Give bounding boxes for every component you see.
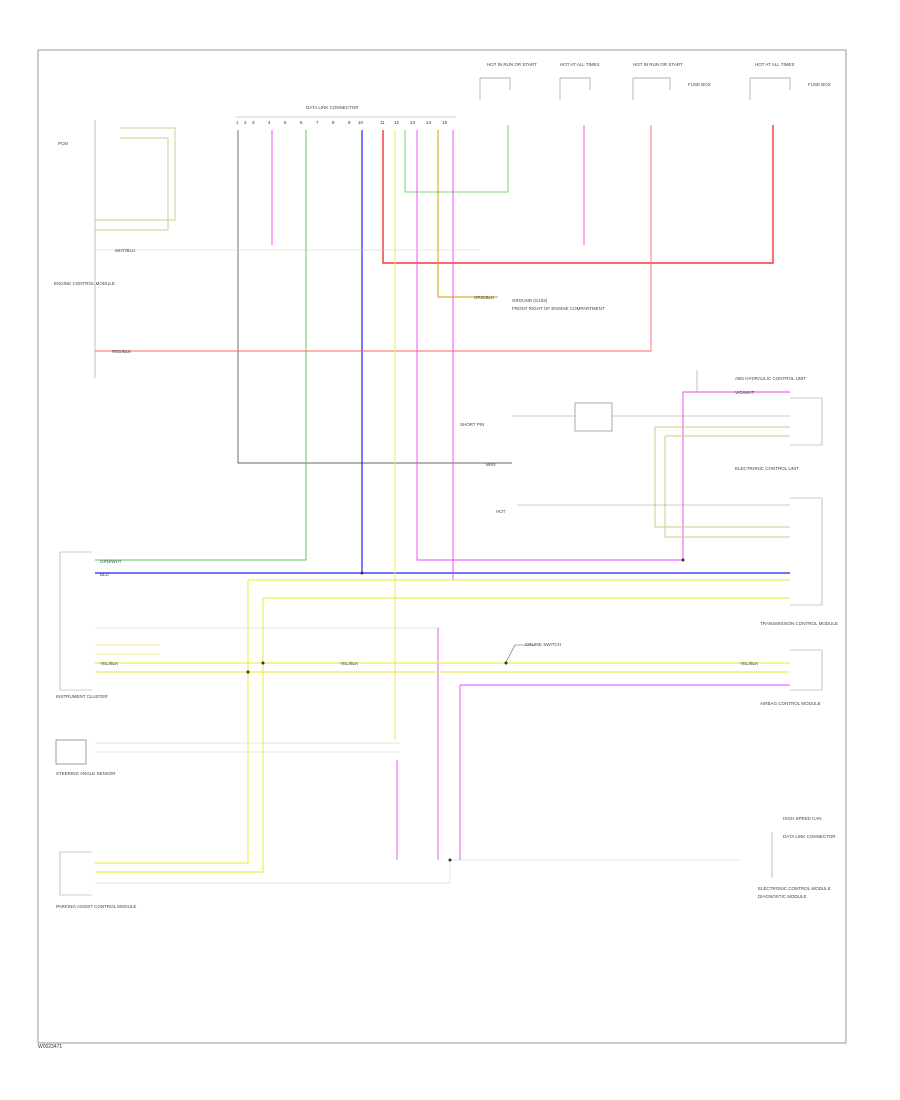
wire-yellow-2 xyxy=(95,579,790,864)
left-module-label: PCM xyxy=(58,141,68,146)
wire-tag-hot: HOT xyxy=(496,509,506,514)
steering-sensor-label: STEERING ANGLE SENSOR xyxy=(56,771,116,776)
cruise-switch-label: CRUISE SWITCH xyxy=(525,642,561,647)
svg-text:10: 10 xyxy=(358,120,364,125)
splice-points xyxy=(246,558,685,862)
wire-yellow-6 xyxy=(95,644,160,655)
abs-module-label: ABS HYDRAULIC CONTROL UNIT xyxy=(735,376,806,381)
bottom-right-label-d: HIGH SPEED CAN xyxy=(783,816,822,821)
wire-blue xyxy=(95,130,790,574)
wire-tag-wht: WHT/BLU xyxy=(115,248,135,253)
svg-text:7: 7 xyxy=(316,120,319,125)
wire-tag-vio: VIO/WHT xyxy=(735,390,754,395)
svg-text:13: 13 xyxy=(410,120,416,125)
data-link-connector-label: DATA LINK CONNECTOR xyxy=(306,105,359,110)
svg-text:2: 2 xyxy=(244,120,247,125)
svg-text:1: 1 xyxy=(236,120,239,125)
wire-yellow-3 xyxy=(95,597,790,873)
svg-text:8: 8 xyxy=(332,120,335,125)
power-source-label-1: HOT IN RUN OR START xyxy=(487,62,537,67)
airbag-module-label: AIRBAG CONTROL MODULE xyxy=(760,701,821,706)
power-source-label-3: HOT IN RUN OR START xyxy=(633,62,683,67)
wire-tan-1 xyxy=(95,127,176,221)
svg-text:11: 11 xyxy=(380,120,385,125)
svg-text:15: 15 xyxy=(442,120,448,125)
abs-unit-box xyxy=(574,402,613,432)
wire-tag-yel-2: YEL/BLK xyxy=(340,661,358,666)
wire-tag-yel-1: YEL/BLK xyxy=(100,661,118,666)
instrument-cluster-label: INSTRUMENT CLUSTER xyxy=(56,694,108,699)
ground-label: GROUND (G103) xyxy=(512,298,548,303)
wire-grey-4 xyxy=(95,742,400,753)
bottom-right-label-c: DIAGNOSTIC MODULE xyxy=(758,894,807,899)
svg-text:9: 9 xyxy=(348,120,351,125)
short-pin-label: SHORT PIN xyxy=(460,422,484,427)
left-module: PCM ENGINE CONTROL MODULE xyxy=(54,120,115,378)
power-source-label-2: HOT AT ALL TIMES xyxy=(560,62,600,67)
fuse-box-label-1: FUSE BOX xyxy=(688,82,711,87)
wire-tag-red: RED/BLK xyxy=(112,349,131,354)
wire-tan-3 xyxy=(654,426,790,528)
components: PCM ENGINE CONTROL MODULE GROUND (G103) … xyxy=(54,120,838,909)
svg-text:14: 14 xyxy=(426,120,432,125)
wire-green-top xyxy=(404,125,509,193)
wire-tag-org: ORG/BLK xyxy=(474,295,494,300)
wire-violet-2 xyxy=(416,130,790,561)
wire-violet-4 xyxy=(459,684,790,860)
wire-tan-4 xyxy=(664,435,790,538)
wires xyxy=(95,125,790,884)
wire-tag-blu: BLU xyxy=(100,572,109,577)
diagram-code: W0023471 xyxy=(38,1044,63,1050)
abs-module-sublabel: ELECTRONIC CONTROL UNIT xyxy=(735,466,799,471)
svg-text:12: 12 xyxy=(394,120,400,125)
left-module-sublabel: ENGINE CONTROL MODULE xyxy=(54,281,115,286)
wire-red-main xyxy=(382,125,774,264)
bottom-right-label-a: DATA LINK CONNECTOR xyxy=(783,834,836,839)
bottom-left-module-label: PARKING ASSIST CONTROL MODULE xyxy=(56,904,136,909)
wire-green xyxy=(95,130,307,561)
wire-tag-yel-3: YEL/BLK xyxy=(740,661,758,666)
fuse-box-label-2: FUSE BOX xyxy=(808,82,831,87)
wire-tag-grn: GRN/WHT xyxy=(100,559,122,564)
wire-grey-ground xyxy=(237,130,512,464)
trans-module-label: TRANSMISSION CONTROL MODULE xyxy=(760,621,838,626)
svg-text:5: 5 xyxy=(284,120,287,125)
power-source-group: HOT IN RUN OR START HOT AT ALL TIMES HOT… xyxy=(479,62,831,100)
steering-sensor-box xyxy=(55,739,87,765)
svg-text:6: 6 xyxy=(300,120,303,125)
svg-text:4: 4 xyxy=(268,120,271,125)
wire-grey-5 xyxy=(95,859,740,884)
power-source-label-4: HOT AT ALL TIMES xyxy=(755,62,795,67)
wire-grey-8 xyxy=(505,644,535,663)
ground-sublabel: FRONT RIGHT OF ENGINE COMPARTMENT xyxy=(512,306,605,311)
wire-tags: GRN/WHT BLU YEL/BLK YEL/BLK YEL/BLK RED/… xyxy=(100,248,758,666)
wire-tag-brn: BRN xyxy=(486,462,496,467)
svg-text:3: 3 xyxy=(252,120,255,125)
diagram-border xyxy=(37,49,847,1044)
wire-orange xyxy=(437,130,498,298)
bottom-right-label-b: ELECTRONIC CONTROL MODULE xyxy=(758,886,831,891)
wire-tan-2 xyxy=(95,137,169,231)
wire-red-left xyxy=(95,125,652,352)
